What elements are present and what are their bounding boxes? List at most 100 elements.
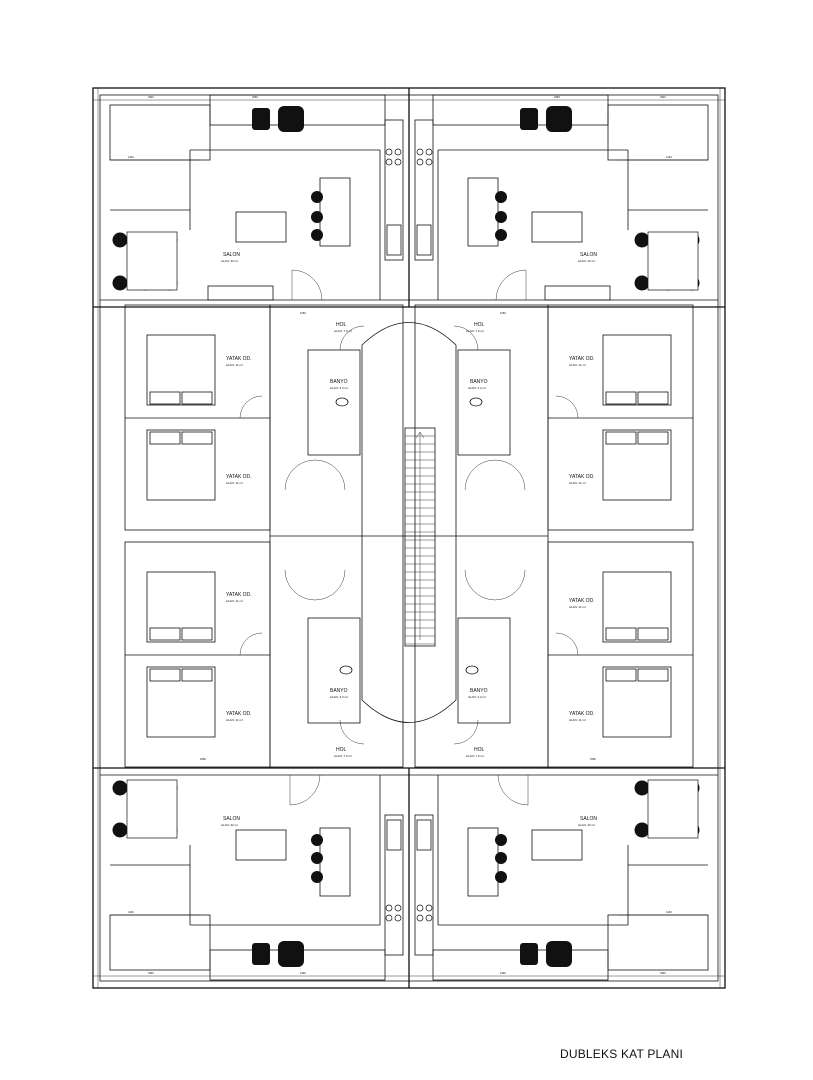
dimension-label: 2960 [554, 95, 560, 99]
chair-icon [112, 822, 128, 838]
upper-unit-right [432, 94, 709, 301]
room-area-salon: ALAN: 32 m² [221, 823, 238, 827]
room-label-salon: SALON [223, 816, 240, 822]
stool-icon [495, 191, 507, 203]
dimension-label: 1050 [500, 311, 506, 315]
chair-icon [112, 232, 128, 248]
room-area-yatak: ALAN: 11 m² [569, 718, 586, 722]
room-area-salon: ALAN: 32 m² [578, 823, 595, 827]
stool-icon [495, 229, 507, 241]
room-labels: SALON ALAN: 32 m² SALON ALAN: 32 m² SALO… [221, 252, 597, 827]
room-label-yatak: YATAK OD. [226, 356, 252, 362]
stove-burner-icon [425, 148, 433, 156]
stool-icon [495, 211, 507, 223]
room-label-yatak: YATAK OD. [226, 711, 252, 717]
dimension-label: 2580 [590, 757, 596, 761]
dimension-label: 1440 [666, 910, 672, 914]
bedroom-zone [124, 304, 694, 768]
spiral-stairs [284, 459, 526, 601]
dimension-label: 3940 [148, 971, 154, 975]
armchair-icon [278, 106, 304, 132]
door-swings [239, 325, 579, 745]
stool-icon [311, 191, 323, 203]
room-area-yatak: ALAN: 11 m² [569, 481, 586, 485]
armchair-icon [252, 943, 270, 965]
chair-icon [634, 232, 650, 248]
room-area-yatak: ALAN: 11 m² [226, 363, 243, 367]
room-area-salon: ALAN: 32 m² [578, 259, 595, 263]
lower-unit-right [432, 774, 709, 981]
stove-burner-icon [416, 914, 424, 922]
stool-icon [495, 852, 507, 864]
stool-icon [311, 211, 323, 223]
room-label-hol: HOL [474, 747, 485, 753]
room-area-banyo: ALAN: 3.2 m² [330, 386, 348, 390]
stove-burner-icon [416, 904, 424, 912]
room-area-yatak: ALAN: 11 m² [569, 605, 586, 609]
dimension-label: 1440 [128, 910, 134, 914]
room-label-banyo: BANYO [470, 688, 488, 694]
room-label-yatak: YATAK OD. [226, 474, 252, 480]
room-area-banyo: ALAN: 3.2 m² [468, 386, 486, 390]
dimension-label: 3940 [660, 95, 666, 99]
room-area-hol: ALAN: 7.6 m² [334, 329, 352, 333]
chair-icon [112, 780, 128, 796]
stove-burner-icon [425, 158, 433, 166]
room-area-hol: ALAN: 7.6 m² [466, 754, 484, 758]
room-label-hol: HOL [474, 322, 485, 328]
room-area-banyo: ALAN: 3.2 m² [330, 695, 348, 699]
central-staircase [361, 322, 457, 723]
stool-icon [311, 852, 323, 864]
stool-icon [311, 834, 323, 846]
stove-burner-icon [425, 904, 433, 912]
stove-burner-icon [385, 148, 393, 156]
bathrooms [307, 349, 511, 724]
dimension-label: 1050 [300, 311, 306, 315]
beds [146, 334, 672, 738]
stove-burner-icon [416, 148, 424, 156]
stove-burner-icon [394, 148, 402, 156]
dining-table [647, 231, 699, 291]
furniture [112, 106, 700, 967]
stool-icon [311, 871, 323, 883]
lower-unit-left [109, 774, 386, 981]
room-area-salon: ALAN: 32 m² [221, 259, 238, 263]
room-label-salon: SALON [580, 816, 597, 822]
stool-icon [311, 229, 323, 241]
chair-icon [634, 275, 650, 291]
room-area-yatak: ALAN: 11 m² [226, 481, 243, 485]
dining-table [126, 231, 178, 291]
dining-table [126, 779, 178, 839]
room-label-yatak: YATAK OD. [569, 356, 595, 362]
dimension-label: 2580 [200, 757, 206, 761]
dining-table [647, 779, 699, 839]
stool-icon [495, 834, 507, 846]
dimension-label: 1990 [500, 971, 506, 975]
armchair-icon [546, 106, 572, 132]
room-label-yatak: YATAK OD. [569, 474, 595, 480]
room-area-yatak: ALAN: 11 m² [226, 718, 243, 722]
upper-unit-left [109, 94, 386, 301]
dimension-label: 3940 [148, 95, 154, 99]
dimension-label: 3940 [660, 971, 666, 975]
room-label-banyo: BANYO [330, 379, 348, 385]
armchair-icon [520, 108, 538, 130]
room-area-yatak: ALAN: 11 m² [226, 599, 243, 603]
stool-icon [495, 871, 507, 883]
chair-icon [634, 780, 650, 796]
stove-burner-icon [394, 914, 402, 922]
stove-burner-icon [394, 904, 402, 912]
stove-burner-icon [385, 158, 393, 166]
stove-burner-icon [425, 914, 433, 922]
dimension-label: 2960 [252, 95, 258, 99]
armchair-icon [278, 941, 304, 967]
room-label-salon: SALON [223, 252, 240, 258]
stove-burner-icon [385, 904, 393, 912]
armchair-icon [546, 941, 572, 967]
room-label-hol: HOL [336, 322, 347, 328]
room-area-yatak: ALAN: 11 m² [569, 363, 586, 367]
room-label-banyo: BANYO [470, 379, 488, 385]
room-area-hol: ALAN: 7.6 m² [334, 754, 352, 758]
room-label-yatak: YATAK OD. [569, 711, 595, 717]
